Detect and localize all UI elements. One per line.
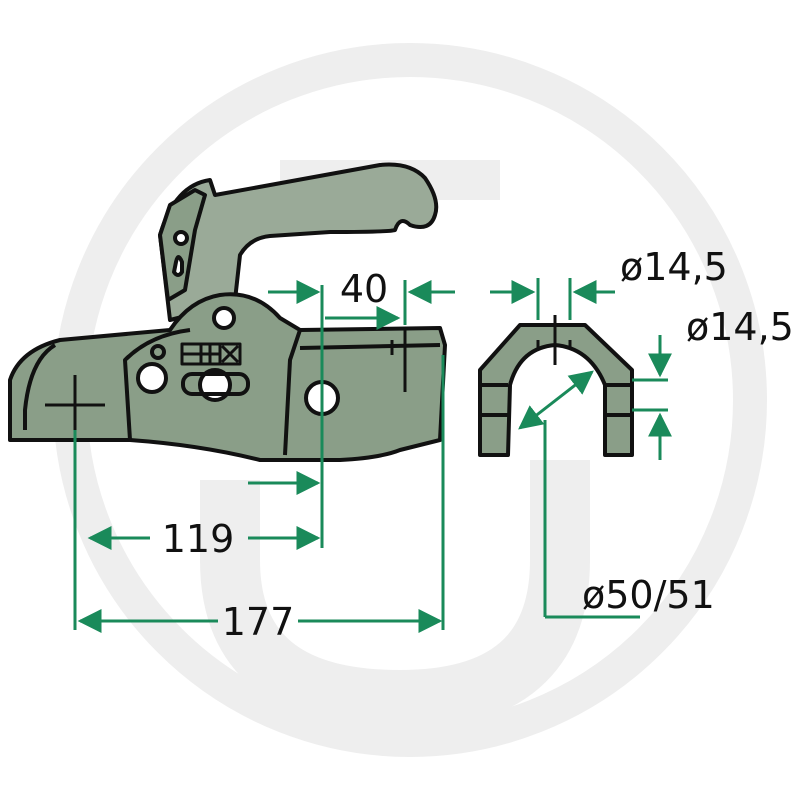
coupling-bracket-section-view <box>478 315 634 457</box>
lock-plate-symbols <box>180 342 242 366</box>
dimension-dia-top-label: ø14,5 <box>620 245 728 289</box>
pin-hole-left <box>136 362 168 394</box>
dimension-119-label: 119 <box>162 517 235 561</box>
dimension-dia-ball-label: ø50/51 <box>582 573 715 617</box>
dimension-177-label: 177 <box>222 600 295 644</box>
pin-hole-upper <box>212 306 236 330</box>
dimension-lines <box>73 278 672 633</box>
dimension-40-label: 40 <box>340 267 388 311</box>
dimension-dia-side-label: ø14,5 <box>686 305 794 349</box>
centre-marks <box>45 328 407 440</box>
release-handle <box>158 162 439 322</box>
bracket-profile <box>478 323 634 457</box>
